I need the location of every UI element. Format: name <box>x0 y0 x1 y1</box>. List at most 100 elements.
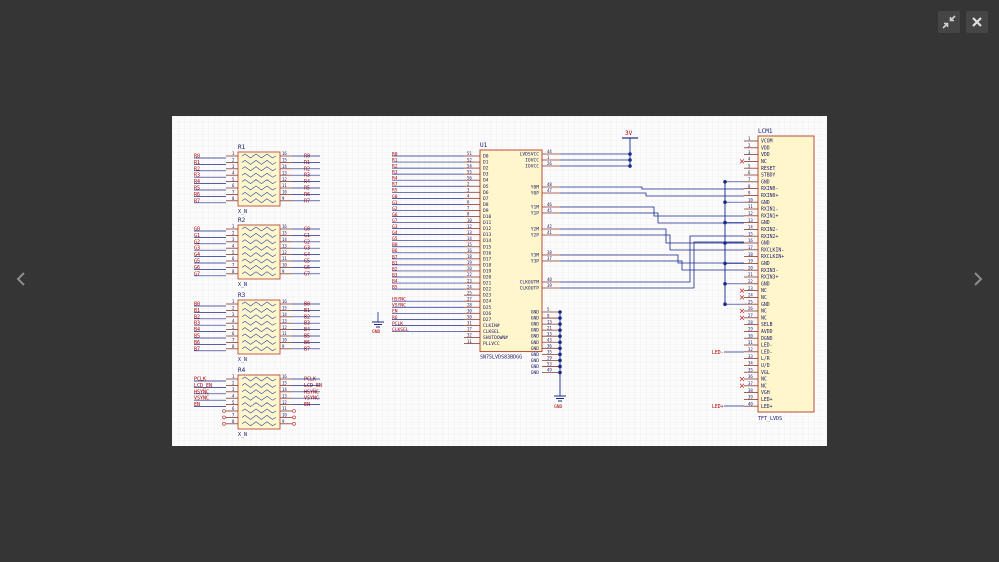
pin-number: 55 <box>467 169 472 174</box>
pin-number: 9 <box>282 196 285 201</box>
no-connect-marker <box>222 409 226 413</box>
pin-number: 14 <box>282 164 287 169</box>
pin-name: VDD <box>761 145 770 151</box>
net-label: B3 <box>194 321 200 327</box>
pin-number: 31 <box>467 321 472 326</box>
pin-number: 8 <box>232 269 235 274</box>
rn-ref: R1 <box>238 144 246 151</box>
junction-dot <box>628 164 632 168</box>
resistor-network-body <box>237 224 281 280</box>
pin-number: 39 <box>547 283 552 288</box>
lvds-pair-wire <box>560 260 744 271</box>
u1-body <box>479 149 543 353</box>
no-connect-marker <box>222 415 226 420</box>
resistor-element <box>241 239 277 245</box>
net-label: B0 <box>304 302 310 308</box>
net-label: B2 <box>392 266 398 272</box>
pin-number: 24 <box>748 293 753 298</box>
pin-number: 49 <box>547 368 552 373</box>
pin-number: 51 <box>467 151 472 156</box>
junction-dot <box>628 152 632 156</box>
pin-name: D1 <box>483 160 489 166</box>
pin-number: 2 <box>232 306 235 311</box>
net-label: G0 <box>194 227 200 233</box>
pin-name: D12 <box>483 226 492 232</box>
pin-name: VGL <box>761 370 770 376</box>
pin-number: 50 <box>467 315 472 320</box>
pin-number: 34 <box>748 361 753 366</box>
net-label: R5 <box>304 186 310 192</box>
pin-number: 16 <box>282 151 287 156</box>
net-label: EN <box>392 309 398 315</box>
pin-name: D10 <box>483 214 492 220</box>
pin-name: GND <box>531 334 540 340</box>
net-label: G4 <box>194 252 200 258</box>
close-button[interactable] <box>966 11 988 33</box>
lcm-ref: LCM1 <box>758 128 773 135</box>
pin-number: 27 <box>748 313 753 318</box>
net-label: G5 <box>304 259 310 265</box>
pin-name: D3 <box>483 172 489 178</box>
pin-number: 53 <box>547 362 552 367</box>
collapse-button[interactable] <box>938 11 960 33</box>
pin-number: 41 <box>547 230 552 235</box>
resistor-element <box>241 389 277 395</box>
pin-number: 10 <box>467 218 472 223</box>
pin-number: 10 <box>282 190 287 195</box>
lvds-pair-wire <box>560 206 744 217</box>
net-label: R0 <box>194 154 200 160</box>
net-label: LED+ <box>712 404 724 410</box>
net-label: B4 <box>392 278 398 284</box>
pin-number: 8 <box>748 184 751 189</box>
pin-number: 6 <box>232 256 235 261</box>
pin-number: 2 <box>232 158 235 163</box>
pin-name: NC <box>761 377 767 383</box>
pin-name: Y1P <box>531 211 540 217</box>
pin-number: 38 <box>547 250 552 255</box>
net-label: R1 <box>392 157 398 163</box>
no-connect-marker <box>292 415 296 420</box>
pin-number: 1 <box>547 155 550 160</box>
pin-name: LED- <box>761 349 773 355</box>
prev-image-button[interactable] <box>9 268 33 294</box>
lcm-body <box>757 135 815 413</box>
pin-name: D0 <box>483 154 489 160</box>
pin-number: 30 <box>748 333 753 338</box>
net-label: B7 <box>304 346 310 352</box>
net-label: G0 <box>392 194 398 200</box>
lvds-pair-wire <box>560 192 744 197</box>
pin-name: GND <box>531 328 540 334</box>
pin-number: 4 <box>232 170 235 175</box>
pin-number: 7 <box>232 338 235 343</box>
pin-name: GND <box>531 370 540 376</box>
pin-name: D24 <box>483 299 492 305</box>
pin-number: 6 <box>232 331 235 336</box>
pin-name: GND <box>531 352 540 358</box>
u1-part-name: SN75LVDS83BDGG <box>480 355 522 361</box>
pin-number: 7 <box>467 206 470 211</box>
lvds-pair-wire <box>560 254 744 264</box>
pin-name: GND <box>761 200 770 206</box>
net-label: LED- <box>712 350 724 356</box>
pin-number: 9 <box>547 313 550 318</box>
net-label: R3 <box>304 173 310 179</box>
net-label: B3 <box>392 272 398 278</box>
net-label: G2 <box>304 239 310 245</box>
pin-name: LED- <box>761 343 773 349</box>
pin-number: 27 <box>467 296 472 301</box>
pin-number: 9 <box>748 191 751 196</box>
net-label: R1 <box>304 160 310 166</box>
net-label: B6 <box>392 248 398 254</box>
pin-number: 20 <box>467 266 472 271</box>
pin-number: 9 <box>282 344 285 349</box>
pin-number: 48 <box>547 182 552 187</box>
pin-name: VGH <box>761 390 770 396</box>
pin-name: D22 <box>483 287 492 293</box>
net-label: G5 <box>392 236 398 242</box>
pin-number: 14 <box>282 312 287 317</box>
net-label: G3 <box>304 246 310 252</box>
lvds-pair-wire <box>560 228 744 244</box>
next-image-button[interactable] <box>966 268 990 294</box>
pin-number: 13 <box>282 243 287 248</box>
pin-number: 33 <box>547 331 552 336</box>
